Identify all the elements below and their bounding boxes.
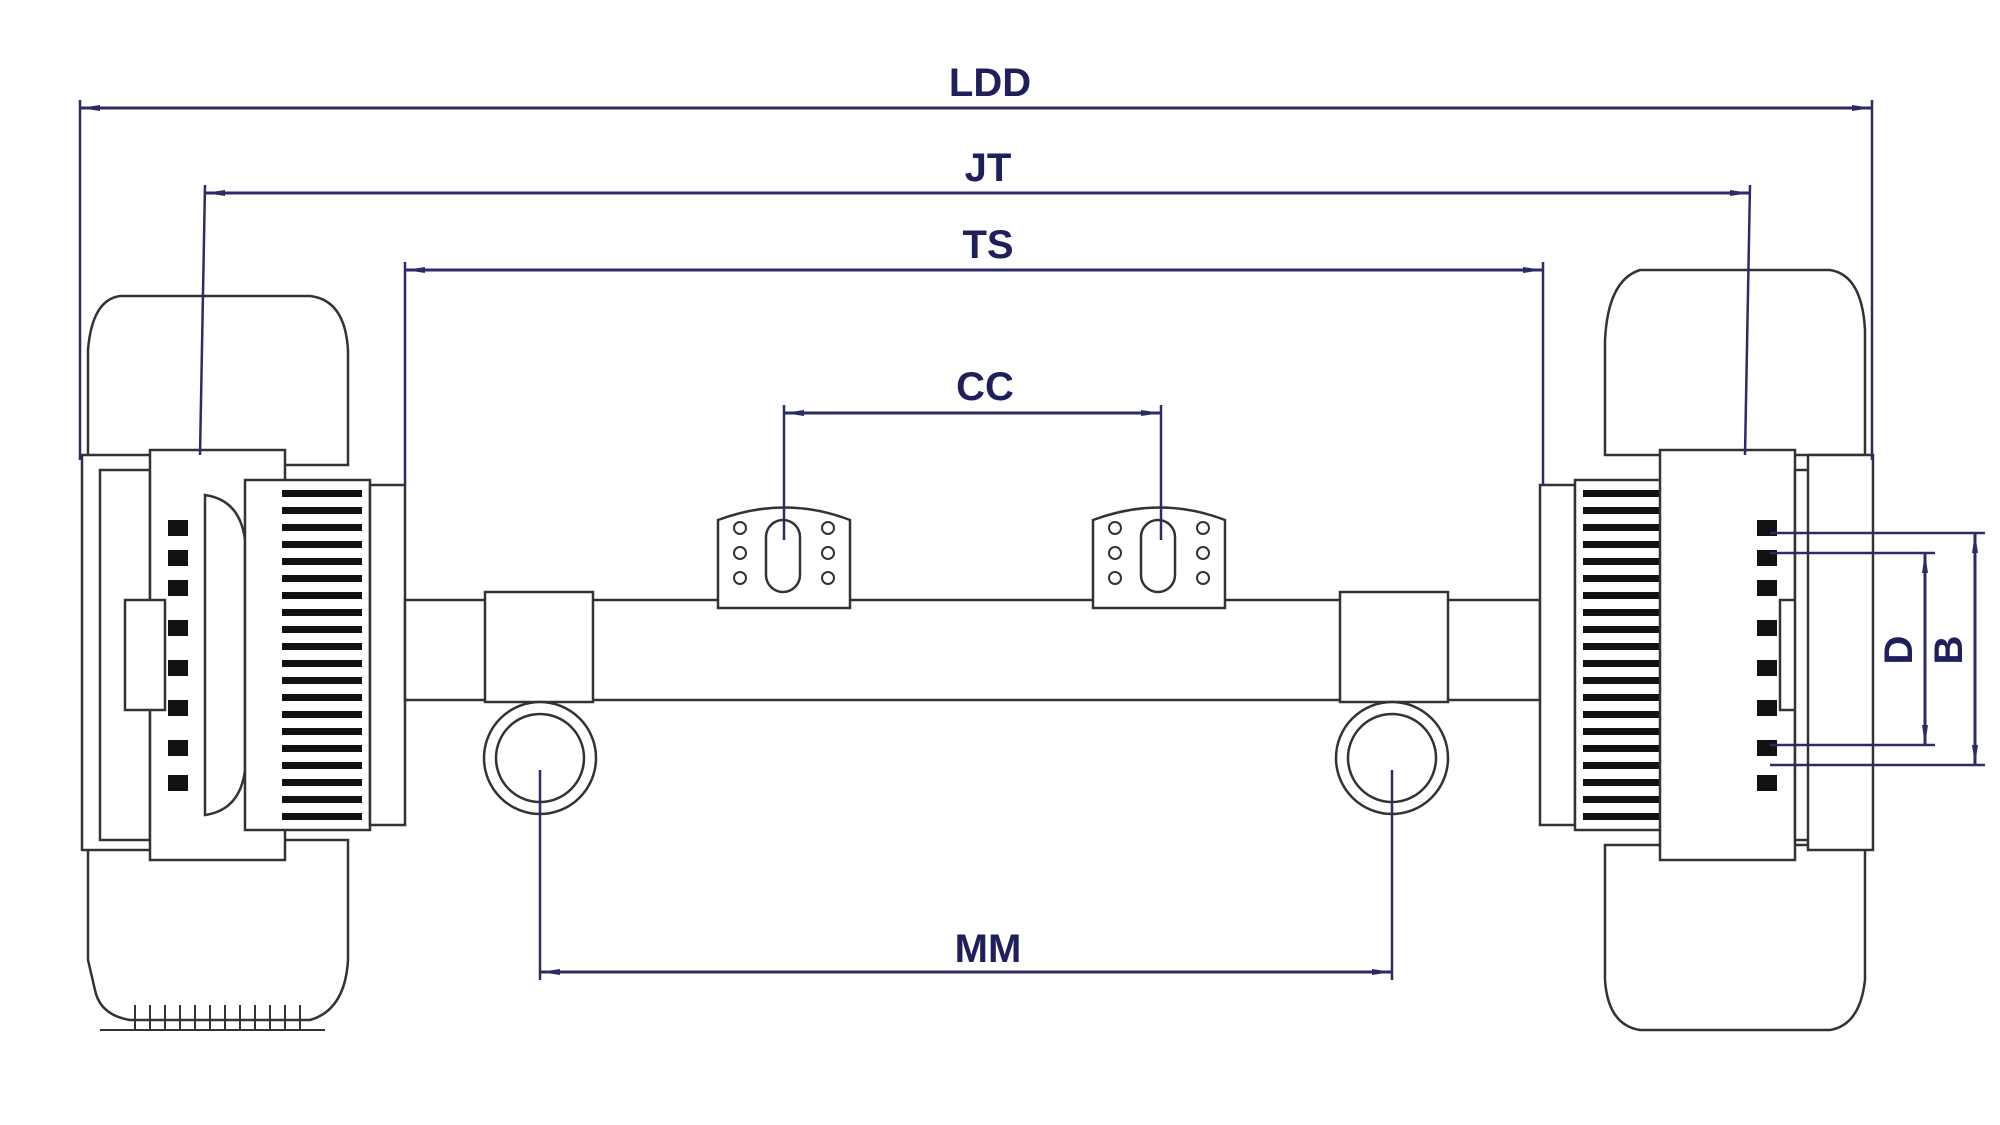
left-hub-studs — [168, 520, 188, 791]
dim-cc: CC — [782, 365, 1163, 540]
dim-label-ldd: LDD — [949, 61, 1031, 105]
dim-label-cc: CC — [956, 365, 1014, 409]
dim-label-d: D — [1877, 636, 1921, 665]
right-wheel — [1538, 268, 1875, 1032]
dim-d: D — [1770, 551, 1935, 747]
bracket-right — [1091, 506, 1227, 610]
spring-seat-right — [1334, 590, 1450, 816]
dim-b: B — [1770, 531, 1985, 767]
dim-label-ts: TS — [962, 223, 1013, 267]
dim-ts: TS — [403, 223, 1545, 485]
dim-label-mm: MM — [955, 927, 1022, 971]
left-wheel — [80, 294, 407, 1031]
left-drum-fins — [282, 490, 362, 820]
left-tire-tread — [100, 1005, 325, 1031]
dim-label-b: B — [1927, 636, 1971, 665]
bracket-left — [716, 506, 852, 610]
right-drum-fins — [1583, 490, 1663, 820]
dim-mm: MM — [538, 770, 1394, 980]
spring-seat-left — [482, 590, 598, 816]
dim-jt: JT — [198, 146, 1752, 456]
right-hub-studs — [1757, 520, 1777, 791]
dim-ldd: LDD — [78, 61, 1874, 460]
dim-label-jt: JT — [965, 146, 1012, 190]
